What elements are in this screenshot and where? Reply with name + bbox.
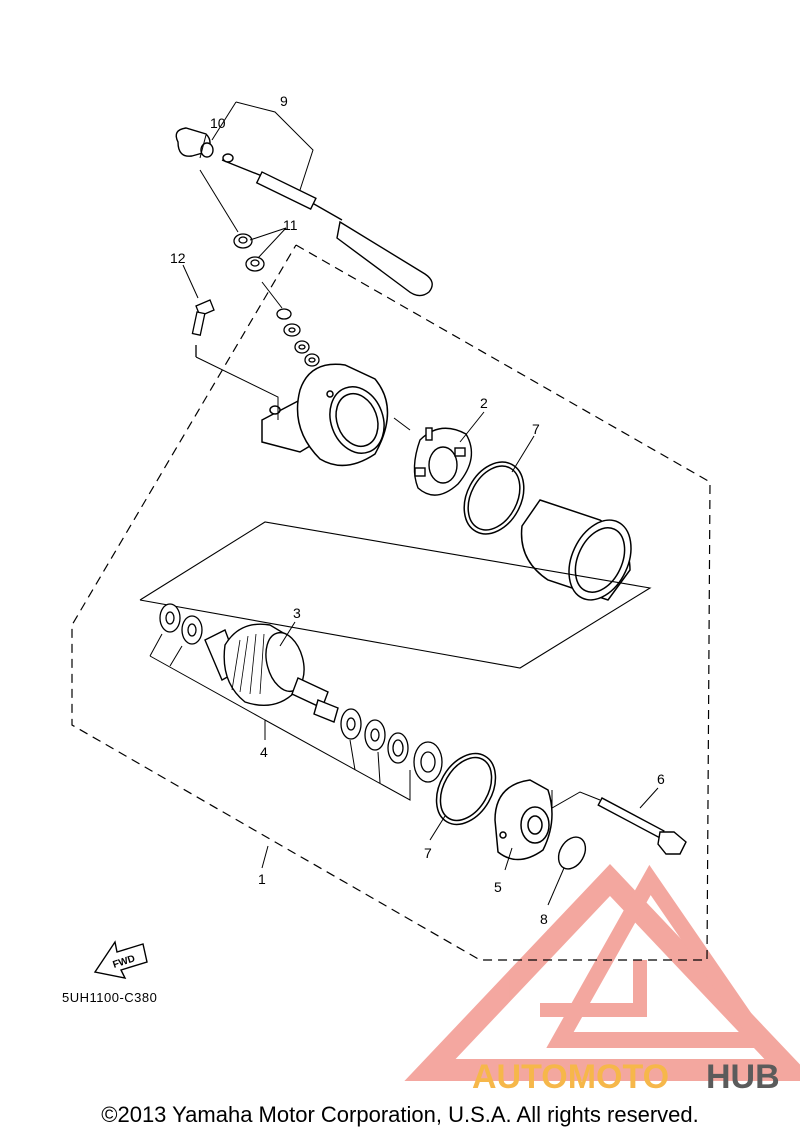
callout-2: 2 bbox=[480, 395, 488, 411]
rear-housing bbox=[261, 363, 389, 467]
o-ring-upper bbox=[463, 461, 525, 535]
watermark-part2: HUB bbox=[706, 1058, 780, 1096]
callout-6: 6 bbox=[657, 771, 665, 787]
brush-holder bbox=[413, 427, 473, 496]
watermark-part1: AUTOMOTO bbox=[472, 1058, 669, 1096]
callout-7-upper: 7 bbox=[532, 421, 540, 437]
callout-7-lower: 7 bbox=[424, 845, 432, 861]
copyright-notice: ©2013 Yamaha Motor Corporation, U.S.A. A… bbox=[101, 1102, 699, 1127]
washers-upper bbox=[276, 308, 320, 367]
callout-4: 4 bbox=[260, 744, 268, 760]
wire-lead bbox=[175, 127, 433, 297]
diagram-code: 5UH1100-C380 bbox=[62, 990, 158, 1005]
nuts bbox=[233, 233, 265, 272]
callout-9: 9 bbox=[280, 93, 288, 109]
o-ring-8 bbox=[557, 836, 587, 870]
callout-11: 11 bbox=[283, 217, 298, 233]
bolt-12 bbox=[191, 299, 215, 357]
bolt-6 bbox=[597, 797, 687, 855]
armature bbox=[204, 623, 339, 723]
callout-10: 10 bbox=[210, 115, 226, 131]
callout-5: 5 bbox=[494, 879, 502, 895]
callout-3: 3 bbox=[293, 605, 301, 621]
washers-right bbox=[340, 708, 443, 783]
callouts: 9 10 11 12 2 7 3 4 6 7 1 5 8 bbox=[170, 93, 665, 927]
callout-1: 1 bbox=[258, 871, 266, 887]
armature-outline bbox=[139, 521, 652, 669]
watermark-logo bbox=[404, 864, 800, 1081]
front-cover bbox=[494, 779, 553, 861]
yoke bbox=[520, 499, 632, 601]
washers-left bbox=[159, 603, 203, 645]
assembly-outline bbox=[71, 244, 711, 961]
callout-12: 12 bbox=[170, 250, 186, 266]
fwd-arrow-icon: FWD bbox=[93, 940, 148, 979]
callout-8: 8 bbox=[540, 911, 548, 927]
leader-lines bbox=[149, 101, 659, 906]
watermark-text: AUTOMOTO HUB bbox=[472, 1058, 780, 1096]
o-ring-lower bbox=[435, 752, 497, 826]
